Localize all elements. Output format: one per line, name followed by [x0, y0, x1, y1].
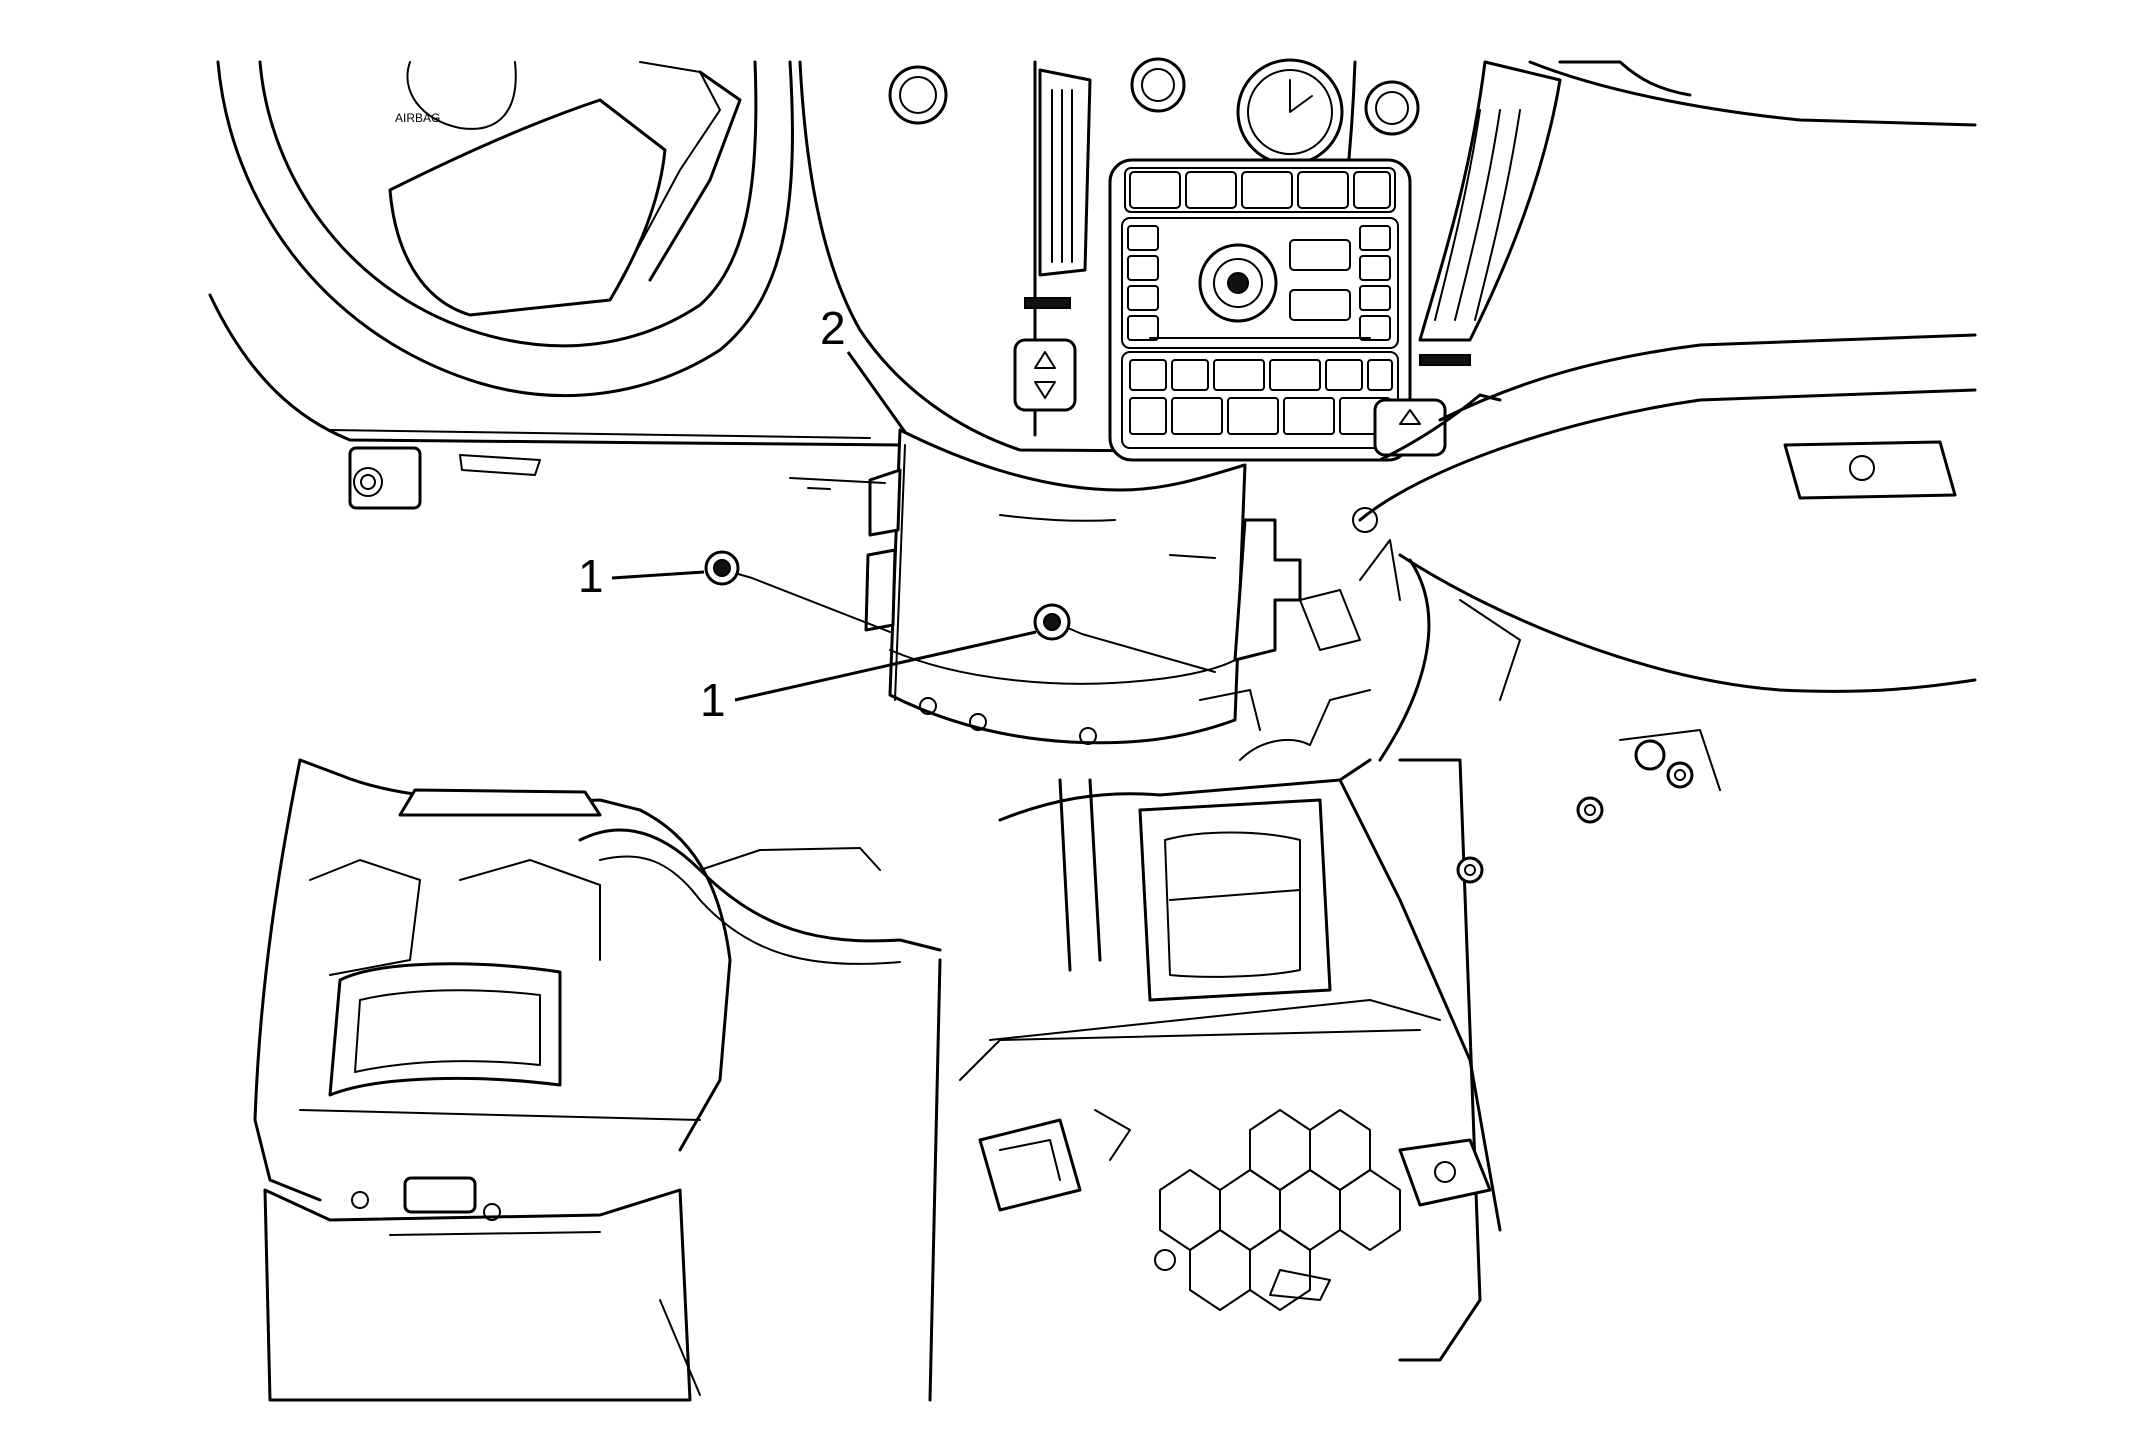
callout-trim-panel: 2 [820, 302, 907, 433]
center-stack [798, 57, 1562, 462]
callout-leader-1-left [611, 570, 705, 580]
callout-leader-1-center [734, 630, 1037, 702]
floor-console [253, 758, 942, 1402]
fastener-center-travel-line [1081, 633, 1216, 673]
instrument-panel-lower-left [208, 293, 902, 510]
steering-wheel: AIRBAG [216, 60, 794, 398]
svg-text:AIRBAG: AIRBAG [395, 111, 440, 125]
trim-panel [789, 428, 1302, 745]
callout-label-1-left: 1 [578, 550, 604, 602]
callout-label-2: 2 [820, 302, 846, 354]
console-bracket [928, 507, 1721, 1402]
callout-fastener-center: 1 [700, 630, 1037, 726]
callout-fastener-left: 1 [578, 550, 705, 602]
fastener-left [704, 550, 753, 586]
callout-leader-2 [846, 351, 907, 433]
fastener-center [1033, 603, 1083, 641]
instrument-panel-right [1358, 60, 1977, 762]
fastener-left-travel-line [751, 577, 891, 633]
callout-label-1-center: 1 [700, 674, 726, 726]
